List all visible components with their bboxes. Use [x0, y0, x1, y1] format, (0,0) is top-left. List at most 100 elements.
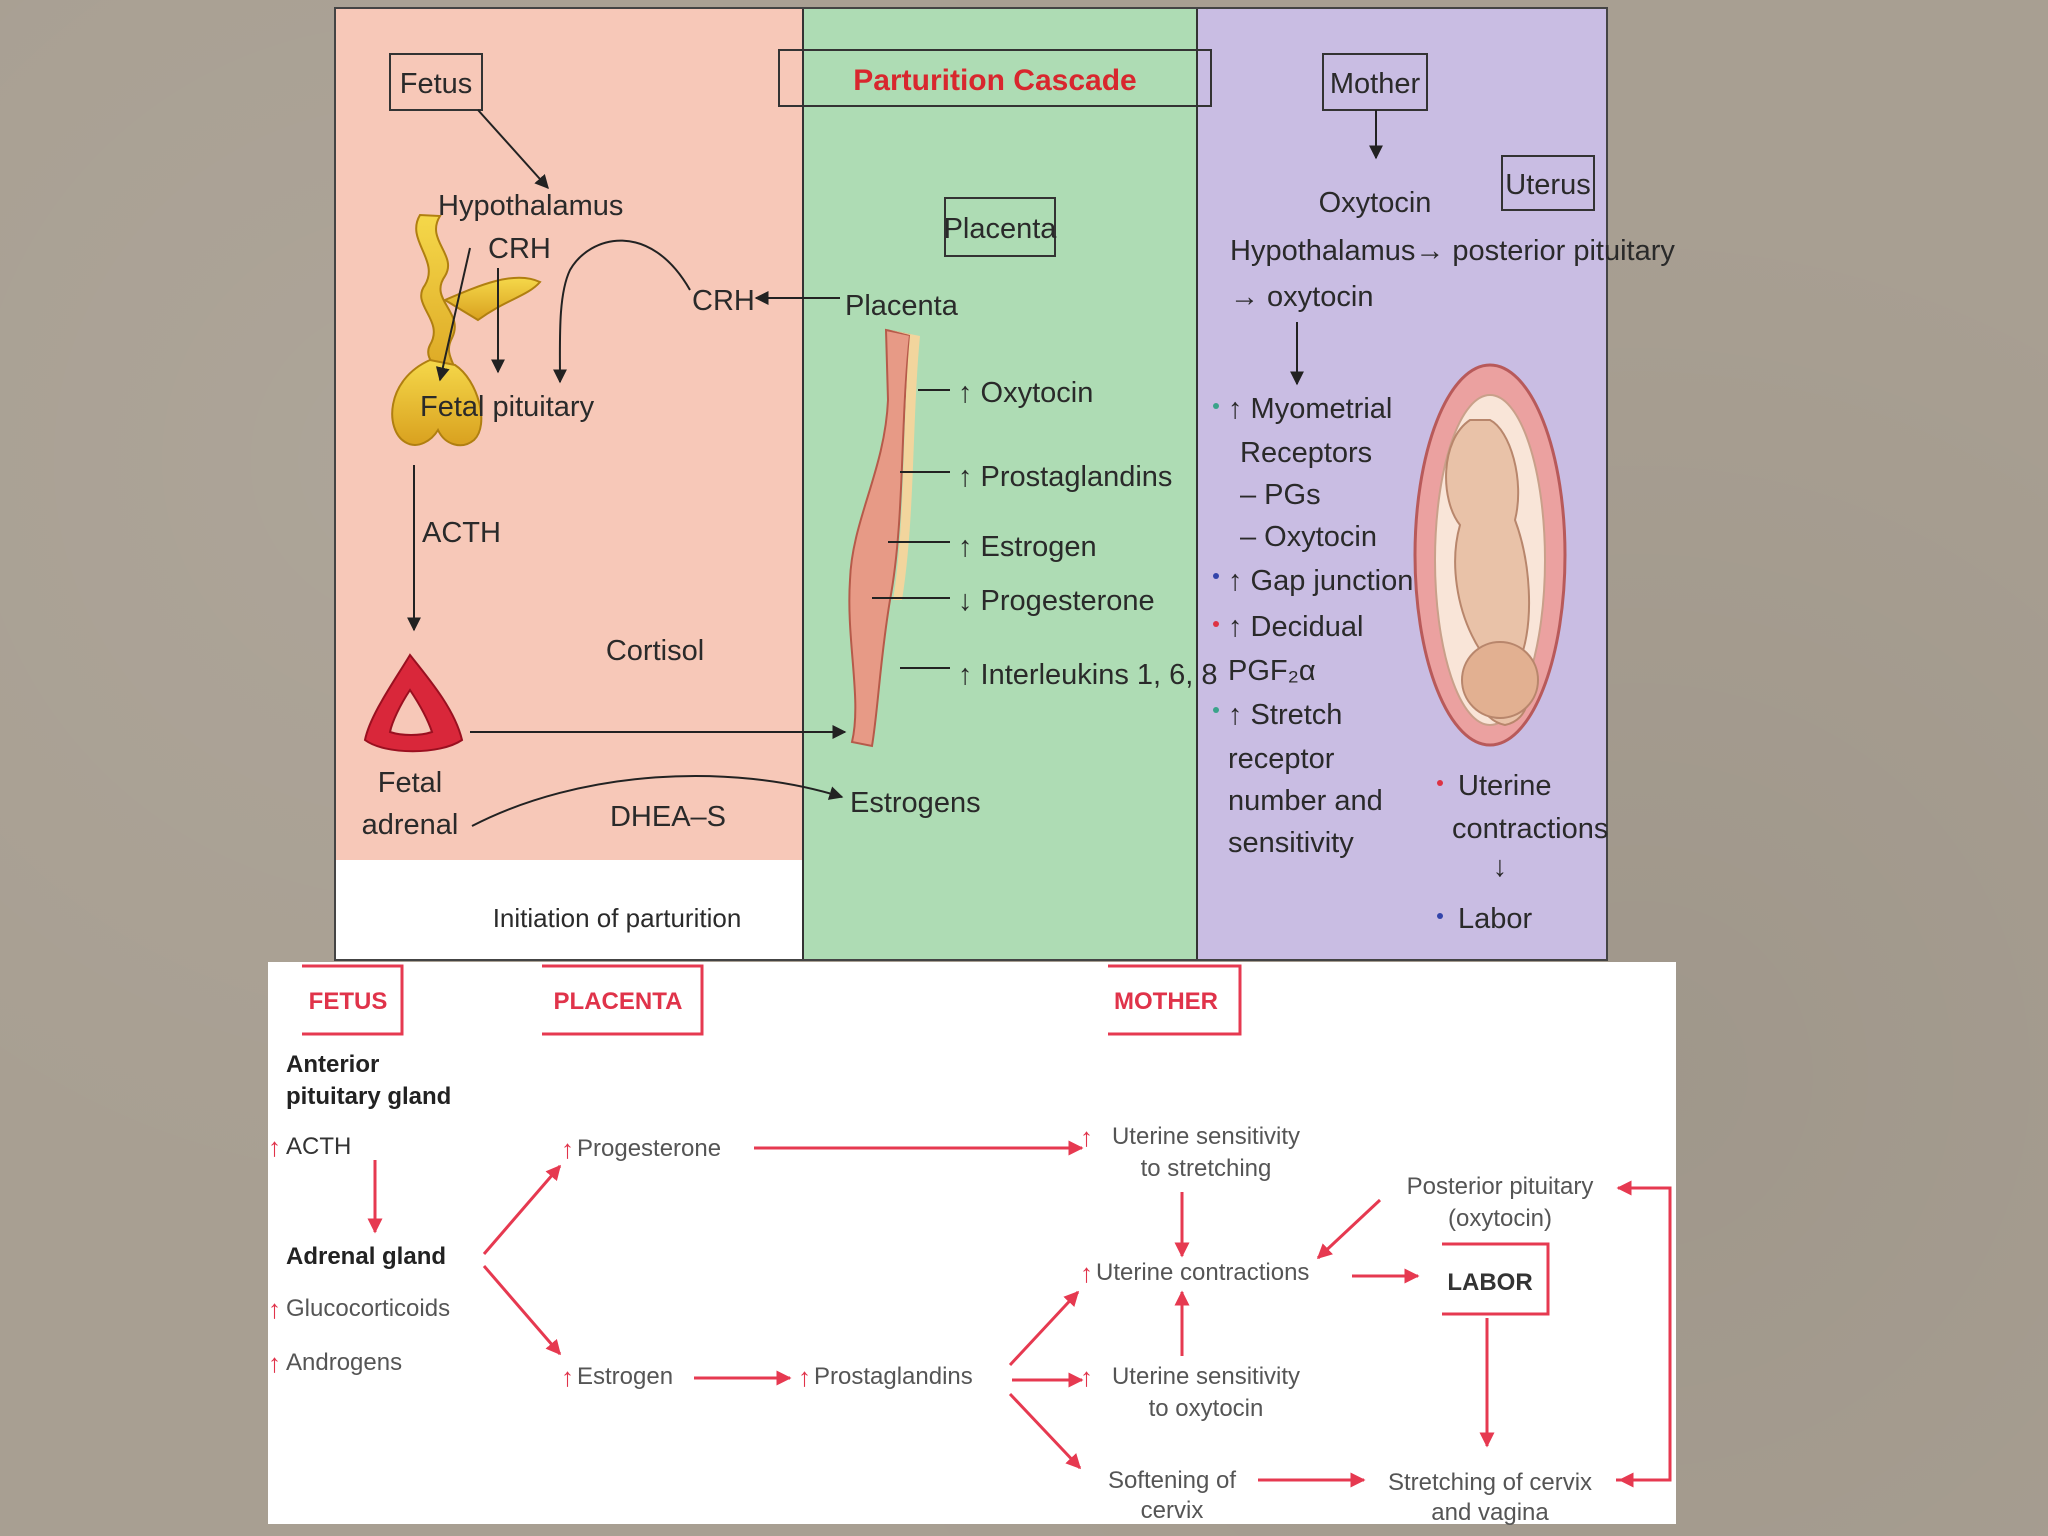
m-number-and: number and: [1228, 785, 1383, 817]
placenta-box: [944, 197, 1056, 257]
placenta-effects: ↑ Oxytocin ↑ Prostaglandins ↑ Estrogen ↓…: [872, 377, 1218, 691]
arrow-crh-loop: [552, 239, 691, 384]
m-down-arrow: ↓: [1493, 851, 1508, 883]
m-oxytocin-2: – Oxytocin: [1240, 521, 1377, 553]
m-pgf: PGF₂α: [1228, 655, 1316, 687]
m-myometrial: ↑ Myometrial: [1228, 393, 1392, 425]
bottom-diagram: FETUS PLACENTA MOTHER Anterior pituitary…: [268, 962, 1676, 1526]
prostaglandins-bottom: Prostaglandins: [814, 1363, 973, 1390]
placenta-panel: [803, 8, 1197, 960]
placenta-illustration: [848, 328, 912, 748]
hypothalamus-label: Hypothalamus: [438, 190, 623, 222]
posterior-pituitary-1: Posterior pituitary: [1407, 1173, 1594, 1200]
fetal-adrenal-label-2: adrenal: [362, 809, 459, 841]
bottom-headers: FETUS PLACENTA MOTHER: [302, 964, 1242, 1036]
up-marker-gluco: ↑: [268, 1294, 281, 1324]
m-pgs: – PGs: [1240, 479, 1321, 511]
placenta-label: Placenta: [845, 290, 959, 322]
fetus-header-box: [302, 964, 404, 1036]
uterine-sensitivity-oxytocin-1: Uterine sensitivity: [1112, 1363, 1300, 1390]
up-marker-ut-contr: ↑: [1080, 1258, 1093, 1288]
adrenal-gland: Adrenal gland: [286, 1243, 446, 1270]
stretching-cervix-2: and vagina: [1431, 1499, 1549, 1526]
fetal-pituitary-label: Fetal pituitary: [420, 391, 595, 423]
arrow-pg-softening: [1008, 1392, 1082, 1470]
m-gap-junction: ↑ Gap junction: [1228, 565, 1413, 597]
uterus-label: Uterus: [1505, 169, 1590, 201]
up-marker-progesterone: ↑: [561, 1134, 574, 1164]
m-receptor: receptor: [1228, 743, 1335, 775]
pituitary-illustration: [391, 213, 542, 447]
bottom-panel: [268, 962, 1676, 1524]
arrow-adrenal-progesterone: [482, 1164, 562, 1255]
up-marker-ut-oxy: ↑: [1080, 1362, 1093, 1392]
glucocorticoids: Glucocorticoids: [286, 1295, 450, 1322]
arrow-adrenal-estrogen: [482, 1265, 562, 1356]
fetus-box: [389, 53, 483, 111]
placenta-header: PLACENTA: [554, 988, 683, 1015]
arrow-fetus-hypothalamus: [477, 109, 549, 190]
effect-progesterone: ↓ Progesterone: [958, 585, 1155, 617]
fetal-adrenal-label-1: Fetal: [378, 767, 442, 799]
effect-prostaglandins: ↑ Prostaglandins: [958, 461, 1172, 493]
uterus-illustration: [1413, 363, 1567, 747]
uterine-sensitivity-oxytocin-2: to oxytocin: [1149, 1395, 1264, 1422]
m-sensitivity: sensitivity: [1228, 827, 1354, 859]
initiation-label: Initiation of parturition: [493, 903, 742, 933]
uterine-sensitivity-stretching-1: Uterine sensitivity: [1112, 1123, 1300, 1150]
arrow-hypo-pituitary: [435, 247, 471, 382]
uterine-sensitivity-stretching-2: to stretching: [1141, 1155, 1272, 1182]
m-stretch: ↑ Stretch: [1228, 699, 1342, 731]
arrow-dhea: [471, 774, 844, 827]
m-contractions: contractions: [1452, 813, 1608, 845]
up-marker-acth: ↑: [268, 1132, 281, 1162]
placenta-header-box: [542, 964, 704, 1036]
mother-effects: ↑ Myometrial Receptors – PGs – Oxytocin …: [1213, 393, 1413, 859]
acth-bottom: ACTH: [286, 1133, 351, 1160]
title-box: [778, 49, 1212, 107]
anterior-pituitary-2: pituitary gland: [286, 1083, 451, 1110]
dhea-label: DHEA–S: [610, 801, 726, 833]
uterus-box: [1501, 155, 1595, 211]
top-border: [334, 7, 1608, 961]
m-receptors: Receptors: [1240, 437, 1372, 469]
acth-label: ACTH: [422, 517, 501, 549]
softening-cervix-1: Softening of: [1108, 1467, 1236, 1494]
top-diagram: Parturition Cascade Fetus Hypothalamus C…: [334, 7, 1675, 961]
mother-header: MOTHER: [1114, 988, 1218, 1015]
estrogens-label: Estrogens: [850, 787, 981, 819]
fetus-label: Fetus: [400, 68, 473, 100]
anterior-pituitary-1: Anterior: [286, 1051, 379, 1078]
placenta-edge: [890, 330, 920, 600]
cortisol-label: Cortisol: [606, 635, 704, 667]
up-marker-ut-stretch: ↑: [1080, 1122, 1093, 1152]
m-oxytocin: Oxytocin: [1319, 187, 1432, 219]
placenta-box-label: Placenta: [944, 213, 1058, 245]
labor-bottom: LABOR: [1447, 1269, 1532, 1296]
softening-cervix-2: cervix: [1141, 1497, 1204, 1524]
arrow-pg-contractions: [1008, 1290, 1080, 1367]
posterior-pituitary-2: (oxytocin): [1448, 1205, 1552, 1232]
effect-interleukins: ↑ Interleukins 1, 6, 8: [958, 659, 1218, 691]
fetus-header: FETUS: [309, 988, 388, 1015]
up-marker-andro: ↑: [268, 1348, 281, 1378]
mother-label: Mother: [1330, 68, 1421, 100]
adrenal-illustration: [363, 653, 464, 753]
m-uterine: Uterine: [1458, 770, 1552, 802]
m-arrow-oxytocin: → oxytocin: [1230, 281, 1373, 313]
up-marker-estrogen: ↑: [561, 1362, 574, 1392]
m-hypothalamus: Hypothalamus→ posterior pituitary: [1230, 235, 1675, 267]
m-labor: Labor: [1458, 903, 1533, 935]
effect-estrogen: ↑ Estrogen: [958, 531, 1097, 563]
androgens: Androgens: [286, 1349, 402, 1376]
progesterone-bottom: Progesterone: [577, 1135, 721, 1162]
effect-oxytocin: ↑ Oxytocin: [958, 377, 1093, 409]
up-marker-prostaglandins: ↑: [798, 1362, 811, 1392]
labor-box: [1442, 1242, 1550, 1316]
stretching-cervix-1: Stretching of cervix: [1388, 1469, 1592, 1496]
estrogen-bottom: Estrogen: [577, 1363, 673, 1390]
arrow-posterior-contractions: [1316, 1198, 1382, 1260]
mother-header-box: [1108, 964, 1242, 1036]
crh-left-label: CRH: [488, 233, 551, 265]
